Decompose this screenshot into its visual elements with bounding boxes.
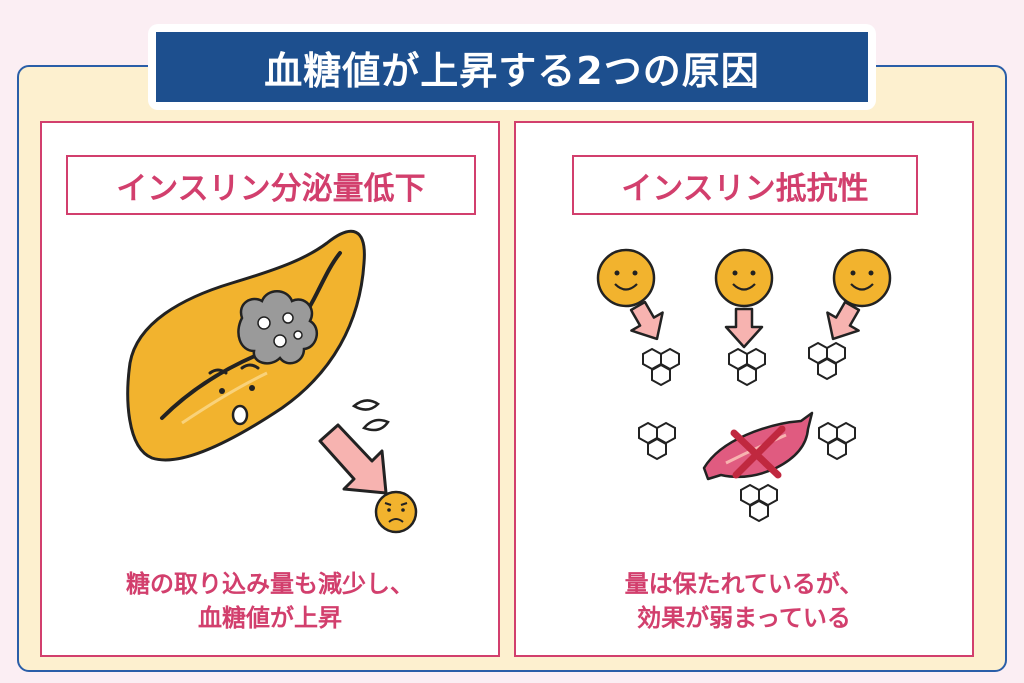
happy-insulin-icon: [832, 248, 892, 308]
glucose-hexagon-icon: [808, 342, 846, 380]
resistance-illustration: [596, 248, 892, 522]
caption-line-2: 効果が弱まっている: [637, 604, 851, 632]
glucose-hexagon-icon: [638, 422, 676, 460]
caption-secretion: 糖の取り込み量も減少し、 血糖値が上昇: [42, 567, 498, 635]
glucose-hexagon-icon: [642, 348, 680, 386]
glucose-hexagon-icon: [728, 348, 766, 386]
damaged-tissue-icon: [237, 290, 319, 365]
title-bar: 血糖値が上昇する2つの原因: [156, 32, 868, 102]
caption-line-1: 糖の取り込み量も減少し、: [126, 570, 414, 598]
panel-label-secretion: インスリン分泌量低下: [66, 155, 476, 215]
caption-resistance: 量は保たれているが、 効果が弱まっている: [516, 567, 972, 635]
happy-insulin-icon: [596, 248, 656, 308]
down-arrow-icon: [318, 423, 388, 495]
panel-insulin-resistance: インスリン抵抗性: [514, 121, 974, 657]
panel-insulin-secretion: インスリン分泌量低下: [40, 121, 500, 657]
panel-label-resistance: インスリン抵抗性: [572, 155, 918, 215]
page-title: 血糖値が上昇する2つの原因: [264, 48, 760, 93]
sad-insulin-icon: [374, 490, 418, 534]
title-banner: 血糖値が上昇する2つの原因: [148, 24, 876, 110]
blocked-receptor-icon: [702, 411, 814, 481]
caption-line-1: 量は保たれているが、: [624, 570, 864, 598]
glucose-hexagon-icon: [818, 422, 856, 460]
down-arrow-icon: [724, 307, 764, 349]
caption-line-2: 血糖値が上昇: [198, 604, 342, 632]
glucose-hexagon-icon: [740, 484, 778, 522]
happy-insulin-icon: [714, 248, 774, 308]
secretion-illustration: [126, 229, 418, 534]
